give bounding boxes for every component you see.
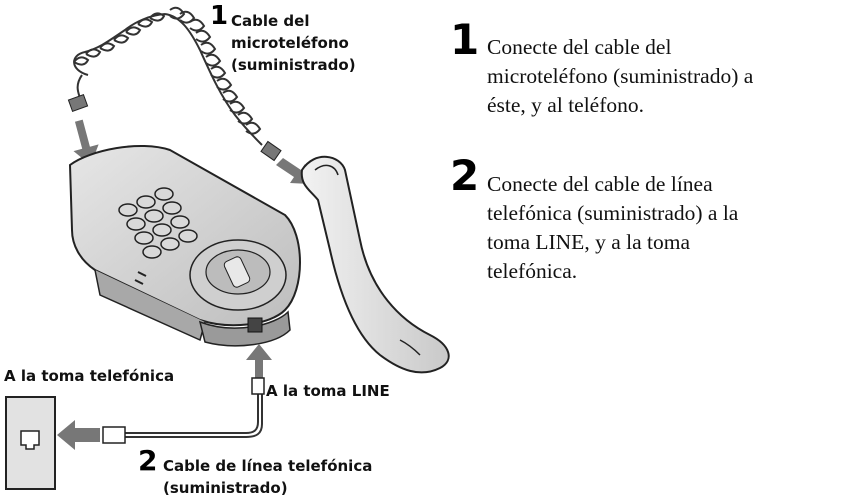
step-2-line1: Conecte del cable de línea: [487, 172, 713, 196]
arrow-left-icon: [57, 420, 100, 450]
step-2-number: 2: [450, 151, 480, 200]
cord-plug-left-icon: [67, 93, 89, 113]
step-2-text: Conecte del cable de línea telefónica (s…: [487, 170, 738, 286]
callout-2-label: Cable de línea telefónica (suministrado): [163, 455, 372, 499]
line-cord-icon: [125, 392, 263, 438]
callout-1-number: 1: [210, 1, 229, 31]
handset-icon: [300, 155, 450, 374]
callout-1-line2: microteléfono: [231, 34, 349, 52]
callout-2-line2: (suministrado): [163, 479, 288, 497]
connection-illustration: [5, 6, 450, 490]
callout-1-line3: (suministrado): [231, 56, 356, 74]
cord-plug-right-icon: [260, 140, 282, 162]
step-2-line3: toma LINE, y a la toma: [487, 230, 690, 254]
arrow-up-icon: [246, 344, 272, 382]
step-1-line3: éste, y al teléfono.: [487, 93, 645, 117]
line-jack-label: A la toma LINE: [266, 382, 390, 400]
step-1-line2: microteléfono (suministrado) a: [487, 64, 754, 88]
step-1-text: Conecte del cable del microteléfono (sum…: [487, 33, 753, 120]
callout-2-line1: Cable de línea telefónica: [163, 457, 373, 475]
line-jack-plug-icon: [251, 377, 265, 395]
callout-1-label: Cable del microteléfono (suministrado): [231, 10, 356, 76]
wall-jack-label: A la toma telefónica: [4, 367, 175, 385]
callout-2-number: 2: [138, 444, 158, 477]
phone-base-icon: [68, 144, 301, 347]
step-1-number: 1: [450, 15, 480, 64]
step-2-line4: telefónica.: [487, 259, 578, 283]
callout-1-line1: Cable del: [231, 12, 310, 30]
step-2-line2: telefónica (suministrado) a la: [487, 201, 739, 225]
step-1-line1: Conecte del cable del: [487, 35, 672, 59]
wall-plug-icon: [102, 426, 126, 444]
